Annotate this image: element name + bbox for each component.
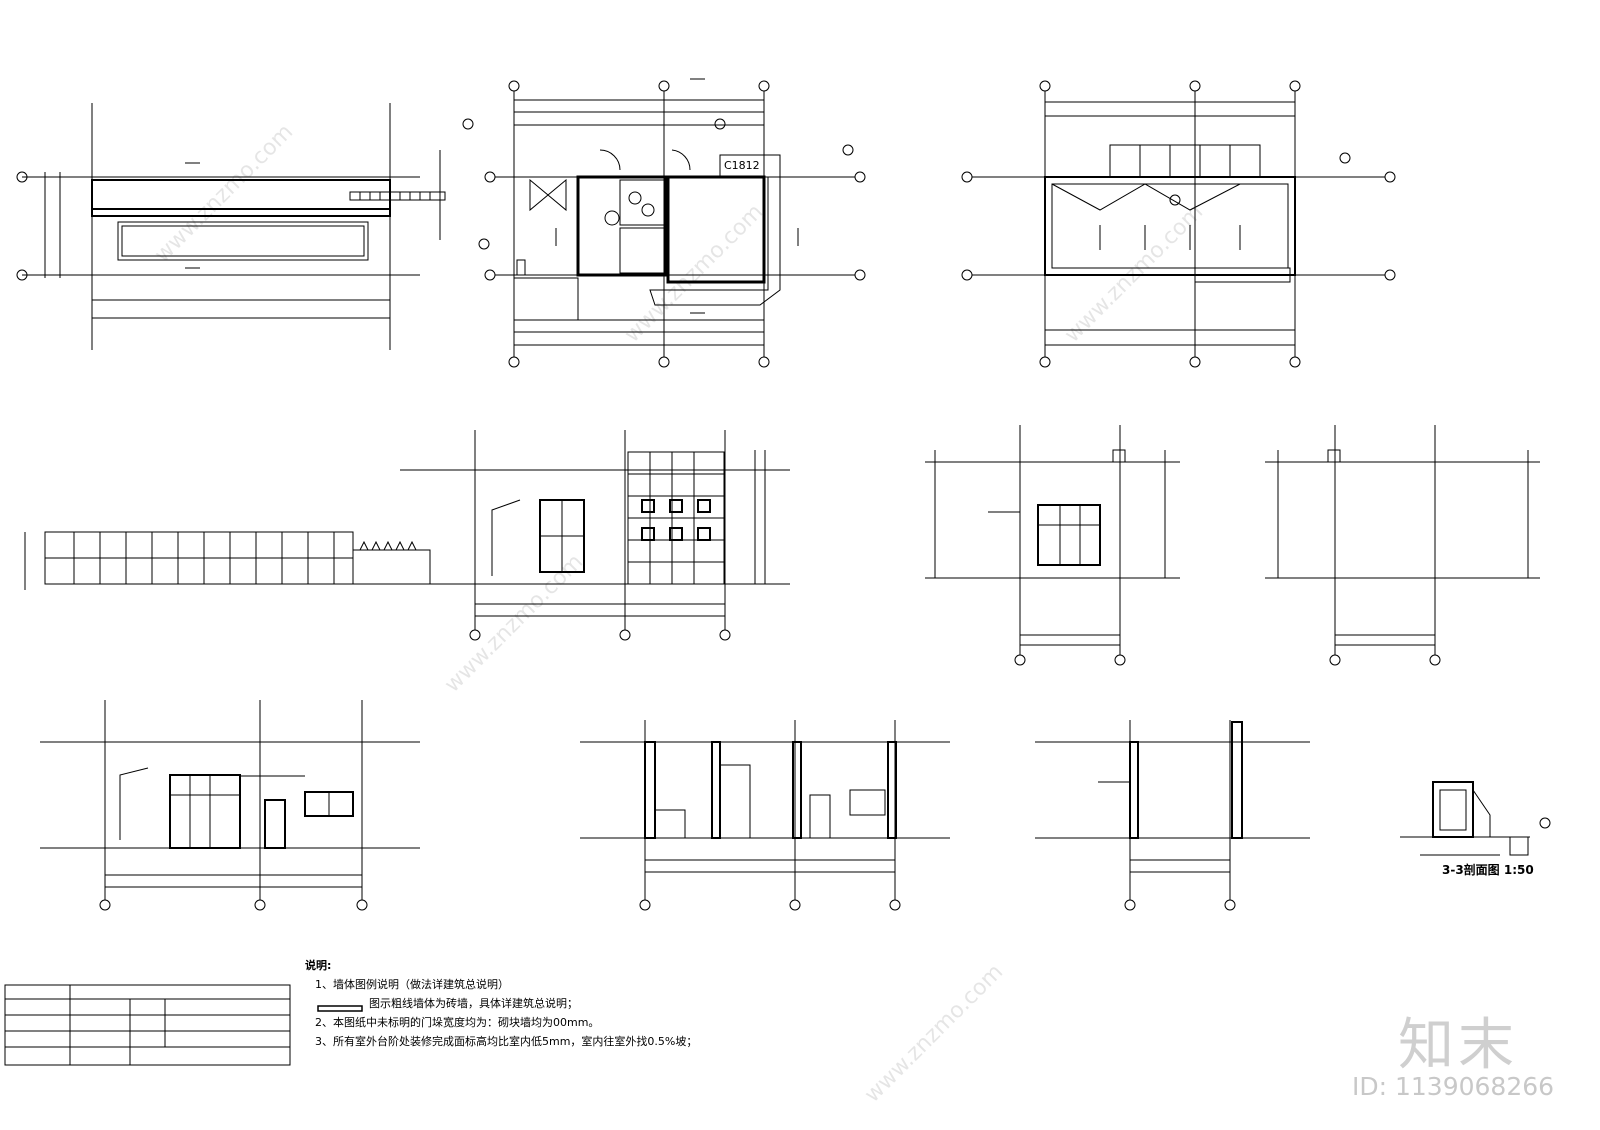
section-2-2 — [1035, 720, 1310, 911]
notes-heading: 说明: — [305, 959, 332, 972]
general-notes: 说明: 1、墙体图例说明（做法详建筑总说明） 图示粗线墙体为砖墙，具体详建筑总说… — [305, 956, 697, 1051]
side-elevation-a — [925, 425, 1180, 666]
wall-legend-swatch — [317, 1005, 363, 1012]
note-item-3: 3、所有室外台阶处装修完成面标高均比室内低5mm，室内往室外找0.5%坡； — [315, 1035, 698, 1048]
section-3-3 — [1400, 781, 1551, 856]
gate-site-plan — [16, 103, 446, 350]
door-tag-label: C1812 — [724, 159, 760, 172]
front-elevation — [24, 430, 790, 641]
roof-plan — [961, 80, 1396, 368]
watermark-logo: 知末 — [1398, 1013, 1518, 1078]
legend-frame — [4, 984, 291, 1066]
section-3-3-title: 3-3剖面图 1:50 — [1442, 863, 1534, 877]
section-1-1 — [580, 720, 950, 911]
ground-floor-plan — [462, 78, 866, 368]
note-item-1b: 图示粗线墙体为砖墙，具体详建筑总说明； — [369, 997, 578, 1010]
watermark-id: ID: 1139068266 — [1352, 1072, 1555, 1101]
note-item-2: 2、本图纸中未标明的门垛宽度均为：砌块墙均为00mm。 — [315, 1016, 600, 1029]
side-elevation-b — [1265, 425, 1540, 666]
note-item-1: 1、墙体图例说明（做法详建筑总说明） — [315, 978, 509, 991]
rear-elevation — [40, 700, 420, 911]
